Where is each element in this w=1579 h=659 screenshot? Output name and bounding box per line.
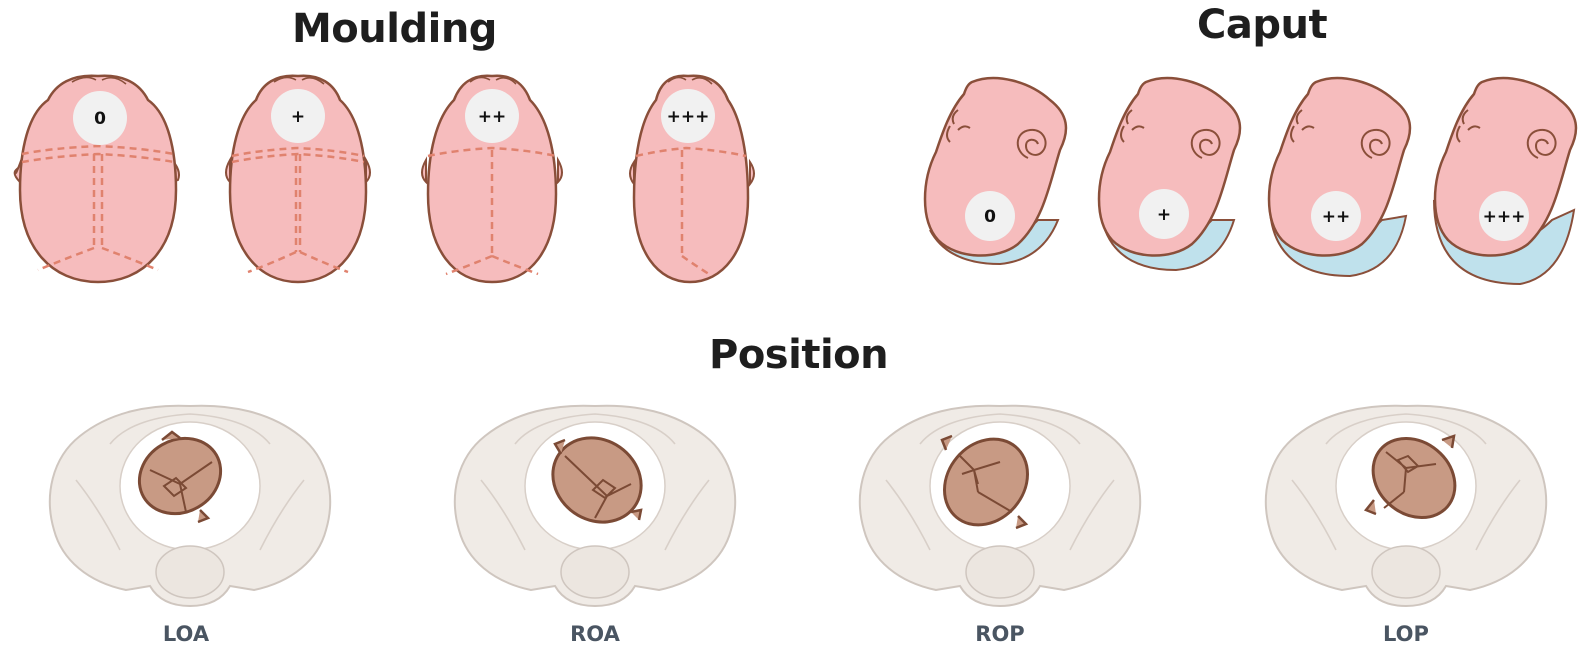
position-label-loa: LOA [126, 622, 246, 646]
caput-grade-0: 0 [984, 207, 996, 227]
pelvis-loa [40, 400, 340, 610]
moulding-title: Moulding [292, 6, 497, 52]
caput-head-1: + [1092, 70, 1248, 276]
caput-grade-1: + [1157, 205, 1171, 225]
pelvis-lop [1256, 400, 1556, 610]
moulding-grade-2: ++ [478, 107, 507, 127]
pelvis-rop [850, 400, 1150, 610]
moulding-head-1: + [224, 70, 372, 286]
moulding-grade-1: + [291, 107, 305, 127]
caput-grade-3: +++ [1483, 207, 1526, 227]
caput-title: Caput [1197, 2, 1327, 48]
caput-head-0: 0 [918, 70, 1074, 270]
moulding-head-0: 0 [12, 70, 184, 286]
moulding-grade-3: +++ [667, 107, 710, 127]
moulding-grade-0: 0 [94, 109, 106, 129]
moulding-head-3: +++ [626, 70, 758, 286]
caput-head-3: +++ [1428, 70, 1579, 288]
position-label-roa: ROA [535, 622, 655, 646]
pelvis-roa [445, 400, 745, 610]
position-label-rop: ROP [940, 622, 1060, 646]
position-label-lop: LOP [1346, 622, 1466, 646]
caput-head-2: ++ [1262, 70, 1418, 282]
position-title: Position [709, 332, 888, 378]
moulding-head-2: ++ [420, 70, 564, 286]
caput-grade-2: ++ [1322, 207, 1351, 227]
